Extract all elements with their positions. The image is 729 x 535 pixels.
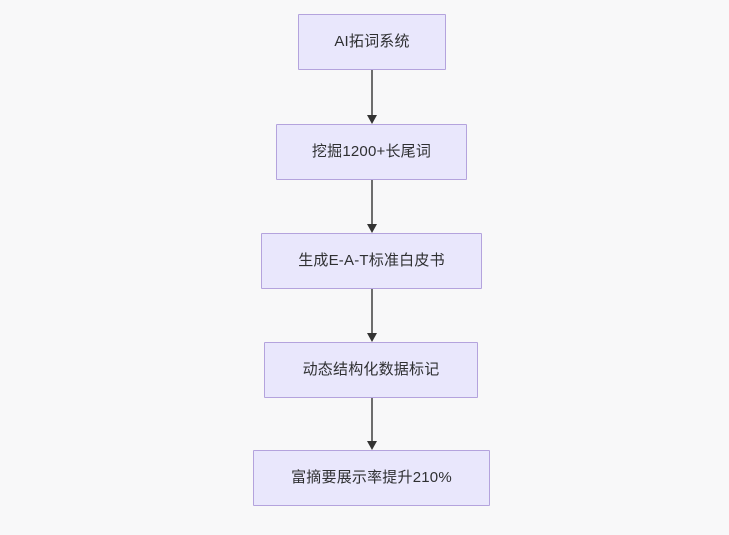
flow-node-label: 动态结构化数据标记 [302, 361, 440, 378]
flow-node-label: 富摘要展示率提升210% [291, 469, 452, 486]
flow-node-label: 挖掘1200+长尾词 [311, 143, 432, 160]
flow-node-4[interactable]: 动态结构化数据标记 [264, 342, 478, 398]
arrowhead-icon [367, 333, 377, 342]
flow-node-3[interactable]: 生成E-A-T标准白皮书 [261, 233, 482, 289]
edge-line [371, 180, 373, 226]
flow-edge [367, 180, 377, 233]
flow-edge [367, 398, 377, 450]
flow-node-label: AI拓词系统 [334, 33, 410, 50]
arrowhead-icon [367, 441, 377, 450]
edge-line [371, 289, 373, 335]
edge-line [371, 70, 373, 117]
flow-node-label: 生成E-A-T标准白皮书 [298, 252, 445, 269]
edge-line [371, 398, 373, 443]
flow-edge [367, 289, 377, 342]
arrowhead-icon [367, 224, 377, 233]
flow-node-2[interactable]: 挖掘1200+长尾词 [276, 124, 467, 180]
flow-edge [367, 70, 377, 124]
arrowhead-icon [367, 115, 377, 124]
flow-node-1[interactable]: AI拓词系统 [298, 14, 446, 70]
flow-node-5[interactable]: 富摘要展示率提升210% [253, 450, 490, 506]
